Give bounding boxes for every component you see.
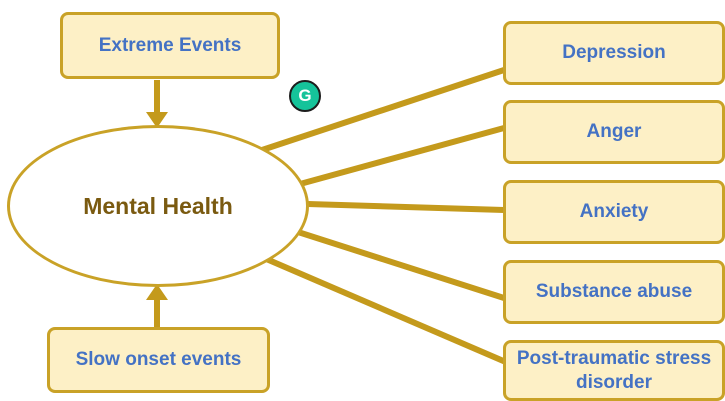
connector-anger (299, 125, 505, 187)
grammarly-icon[interactable]: G (289, 80, 321, 112)
connector-substance-abuse (297, 229, 505, 301)
mental-health-label: Mental Health (83, 192, 233, 219)
depression-label: Depression (562, 42, 666, 64)
anxiety-box: Anxiety (503, 180, 725, 244)
slow-onset-events-label: Slow onset events (75, 349, 242, 371)
arrow-extreme-events-head (146, 112, 168, 128)
grammarly-letter: G (298, 86, 312, 105)
ptsd-label: Post-traumatic stress disorder (516, 347, 712, 393)
anger-box: Anger (503, 100, 725, 164)
connector-depression (261, 67, 505, 153)
mental-health-ellipse: Mental Health (7, 125, 309, 287)
extreme-events-label: Extreme Events (98, 34, 242, 56)
slow-onset-events-box: Slow onset events (47, 327, 270, 393)
arrow-slow-onset-head (146, 284, 168, 300)
extreme-events-box: Extreme Events (60, 12, 280, 79)
substance-abuse-box: Substance abuse (503, 260, 725, 324)
anxiety-label: Anxiety (579, 201, 649, 223)
anger-label: Anger (586, 121, 642, 143)
depression-box: Depression (503, 21, 725, 85)
substance-abuse-label: Substance abuse (535, 281, 693, 303)
connectors (261, 67, 510, 366)
cause-arrows (146, 80, 168, 328)
connector-anxiety (307, 201, 505, 213)
connector-ptsd (262, 255, 510, 366)
ptsd-box: Post-traumatic stress disorder (503, 340, 725, 401)
